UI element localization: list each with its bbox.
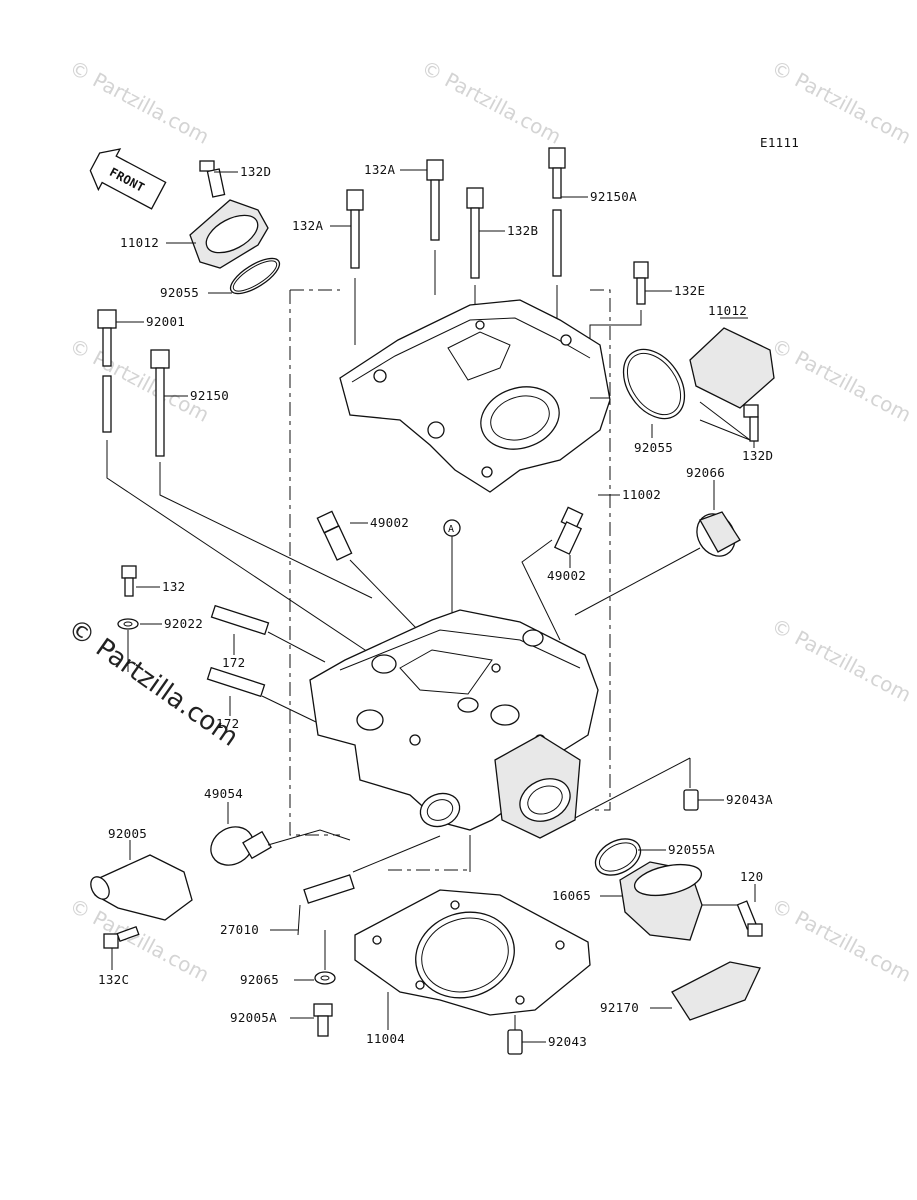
cover-11012-right [689, 317, 775, 409]
pipe-92005 [90, 840, 193, 921]
o-ring-92055a [594, 838, 666, 876]
bolt-132c [103, 925, 140, 970]
label-27010: 27010 [220, 922, 259, 937]
label-11012-right: 11012 [708, 303, 747, 318]
bolt-132d-right [699, 401, 759, 448]
diagram-code: E1111 [760, 135, 799, 150]
watermark: © Partzilla.com [66, 55, 214, 149]
label-132d-right: 132D [742, 448, 773, 463]
label-132a-top: 132A [364, 162, 395, 177]
watermark: © Partzilla.com [768, 613, 916, 707]
bolt-92005a [290, 1003, 333, 1037]
bolt-132b [466, 187, 505, 325]
tappet-49002-left [316, 510, 419, 631]
gasket-11004 [354, 889, 591, 1030]
cylinder-head-cover [339, 299, 611, 493]
clamp-92170 [650, 961, 761, 1021]
stud-92001 [97, 309, 381, 661]
watermark-large: © Partzilla.com [62, 613, 244, 753]
o-ring-92055-left [208, 257, 281, 295]
bolt-132 [121, 565, 160, 597]
stud-172-bottom [206, 666, 317, 723]
bolt-120 [736, 884, 763, 937]
label-132d-top: 132D [240, 164, 271, 179]
label-92150: 92150 [190, 388, 229, 403]
cap-92066 [574, 480, 741, 616]
stud-92150 [150, 349, 373, 599]
washer-92022 [117, 618, 162, 672]
label-172-bottom: 172 [216, 716, 239, 731]
label-92005: 92005 [108, 826, 147, 841]
label-92170: 92170 [600, 1000, 639, 1015]
label-92043: 92043 [548, 1034, 587, 1049]
tappet-49002-right [521, 506, 584, 641]
thermostat-49054 [210, 802, 351, 866]
dowel-92043a [574, 757, 724, 819]
label-92005a: 92005A [230, 1010, 277, 1025]
label-92022: 92022 [164, 616, 203, 631]
watermark: © Partzilla.com [768, 893, 916, 987]
callout-a-label: A [448, 524, 454, 535]
intake-16065 [600, 861, 745, 941]
watermark: © Partzilla.com [66, 333, 214, 427]
spark-plug-27010 [270, 835, 441, 936]
washer-92065 [294, 930, 336, 985]
label-92055-right: 92055 [634, 440, 673, 455]
label-132e: 132E [674, 283, 705, 298]
label-92043a: 92043A [726, 792, 773, 807]
label-49054: 49054 [204, 786, 243, 801]
watermark-group: © Partzilla.com © Partzilla.com © Partzi… [62, 55, 915, 987]
cover-11012-left [166, 199, 269, 269]
label-120: 120 [740, 869, 763, 884]
label-49002-left: 49002 [370, 515, 409, 530]
label-11002: 11002 [622, 487, 661, 502]
label-92065: 92065 [240, 972, 279, 987]
label-11012-left: 11012 [120, 235, 159, 250]
stud-92150a [548, 147, 588, 330]
stud-172-top [210, 604, 326, 663]
label-49002-right: 49002 [547, 568, 586, 583]
bolt-132a-top [400, 159, 444, 295]
label-11004: 11004 [366, 1031, 405, 1046]
label-92001: 92001 [146, 314, 185, 329]
o-ring-92055-right [622, 348, 686, 438]
label-92066: 92066 [686, 465, 725, 480]
label-16065: 16065 [552, 888, 591, 903]
watermark: © Partzilla.com [418, 55, 566, 149]
label-132: 132 [162, 579, 185, 594]
label-132a-left: 132A [292, 218, 323, 233]
cylinder-head [309, 609, 599, 872]
label-92055a: 92055A [668, 842, 715, 857]
label-132c: 132C [98, 972, 129, 987]
assembly-outline [289, 289, 611, 871]
bolt-132d [199, 160, 238, 198]
label-92055-left: 92055 [160, 285, 199, 300]
label-132b: 132B [507, 223, 538, 238]
label-92150a: 92150A [590, 189, 637, 204]
dowel-92043 [507, 1015, 546, 1055]
front-arrow: FRONT [89, 148, 167, 210]
label-172-top: 172 [222, 655, 245, 670]
part-labels: 132D 11012 92055 132A 132A 132B 92150A 1… [98, 162, 773, 1049]
bolt-132a-left [330, 189, 364, 345]
watermark: © Partzilla.com [768, 333, 916, 427]
